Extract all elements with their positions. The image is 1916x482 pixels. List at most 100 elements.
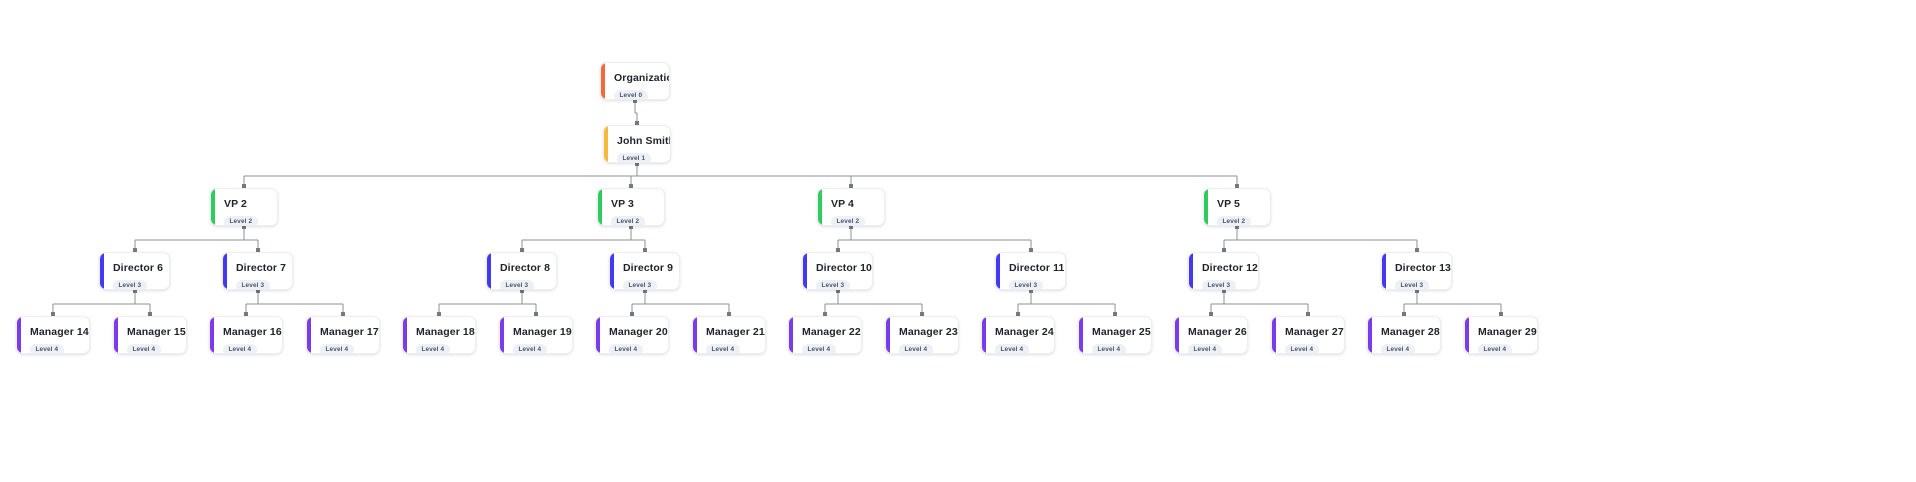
node-level-badge: Level 3 bbox=[623, 280, 657, 289]
node-accent-bar bbox=[487, 253, 491, 289]
node-accent-bar bbox=[1368, 317, 1372, 353]
org-node-n22[interactable]: Manager 22 Level 4 bbox=[788, 316, 862, 354]
node-title: Manager 19 bbox=[513, 326, 572, 338]
node-level-badge: Level 0 bbox=[614, 90, 648, 99]
node-level-badge: Level 3 bbox=[113, 280, 147, 289]
node-accent-bar bbox=[1189, 253, 1193, 289]
node-accent-bar bbox=[598, 189, 602, 225]
org-node-n2[interactable]: VP 2 Level 2 bbox=[210, 188, 278, 226]
node-level-badge: Level 4 bbox=[995, 344, 1029, 353]
node-accent-bar bbox=[223, 253, 227, 289]
node-accent-bar bbox=[604, 126, 608, 162]
node-level-badge: Level 4 bbox=[1285, 344, 1319, 353]
node-accent-bar bbox=[210, 317, 214, 353]
node-accent-bar bbox=[1079, 317, 1083, 353]
node-title: Director 9 bbox=[623, 262, 674, 274]
org-node-n21[interactable]: Manager 21 Level 4 bbox=[692, 316, 766, 354]
org-node-n26[interactable]: Manager 26 Level 4 bbox=[1174, 316, 1248, 354]
node-title: John Smith bbox=[617, 135, 671, 147]
node-accent-bar bbox=[982, 317, 986, 353]
node-level-badge: Level 4 bbox=[320, 344, 354, 353]
node-title: Manager 21 bbox=[706, 326, 765, 338]
node-level-badge: Level 4 bbox=[1092, 344, 1126, 353]
node-title: VP 4 bbox=[831, 198, 854, 210]
node-title: Manager 23 bbox=[899, 326, 958, 338]
org-node-n7[interactable]: Director 7 Level 3 bbox=[222, 252, 293, 290]
node-title: Director 13 bbox=[1395, 262, 1451, 274]
org-node-n19[interactable]: Manager 19 Level 4 bbox=[499, 316, 573, 354]
node-accent-bar bbox=[1204, 189, 1208, 225]
node-accent-bar bbox=[1272, 317, 1276, 353]
node-level-badge: Level 3 bbox=[1395, 280, 1429, 289]
org-node-n14[interactable]: Manager 14 Level 4 bbox=[16, 316, 90, 354]
node-level-badge: Level 4 bbox=[1188, 344, 1222, 353]
node-accent-bar bbox=[500, 317, 504, 353]
node-level-badge: Level 4 bbox=[127, 344, 161, 353]
node-title: Manager 14 bbox=[30, 326, 89, 338]
node-level-badge: Level 3 bbox=[816, 280, 850, 289]
org-node-n27[interactable]: Manager 27 Level 4 bbox=[1271, 316, 1345, 354]
org-node-n13[interactable]: Director 13 Level 3 bbox=[1381, 252, 1452, 290]
node-title: Manager 27 bbox=[1285, 326, 1344, 338]
node-level-badge: Level 4 bbox=[1381, 344, 1415, 353]
node-level-badge: Level 2 bbox=[1217, 216, 1251, 225]
node-title: Manager 29 bbox=[1478, 326, 1537, 338]
node-accent-bar bbox=[996, 253, 1000, 289]
node-title: Manager 18 bbox=[416, 326, 475, 338]
node-title: Director 10 bbox=[816, 262, 872, 274]
node-level-badge: Level 4 bbox=[30, 344, 64, 353]
node-title: Manager 26 bbox=[1188, 326, 1247, 338]
org-node-n10[interactable]: Director 10 Level 3 bbox=[802, 252, 873, 290]
node-accent-bar bbox=[17, 317, 21, 353]
node-title: Director 8 bbox=[500, 262, 551, 274]
org-node-n29[interactable]: Manager 29 Level 4 bbox=[1464, 316, 1538, 354]
node-title: Director 6 bbox=[113, 262, 164, 274]
node-title: Manager 28 bbox=[1381, 326, 1440, 338]
org-node-n23[interactable]: Manager 23 Level 4 bbox=[885, 316, 959, 354]
node-level-badge: Level 4 bbox=[513, 344, 547, 353]
node-level-badge: Level 1 bbox=[617, 153, 651, 162]
node-level-badge: Level 4 bbox=[609, 344, 643, 353]
node-title: Director 7 bbox=[236, 262, 287, 274]
node-level-badge: Level 4 bbox=[802, 344, 836, 353]
node-accent-bar bbox=[610, 253, 614, 289]
node-accent-bar bbox=[886, 317, 890, 353]
node-accent-bar bbox=[100, 253, 104, 289]
node-accent-bar bbox=[1382, 253, 1386, 289]
node-title: Manager 25 bbox=[1092, 326, 1151, 338]
node-level-badge: Level 2 bbox=[224, 216, 258, 225]
node-level-badge: Level 3 bbox=[500, 280, 534, 289]
node-title: Director 12 bbox=[1202, 262, 1258, 274]
node-level-badge: Level 3 bbox=[236, 280, 270, 289]
node-level-badge: Level 4 bbox=[899, 344, 933, 353]
org-node-n6[interactable]: Director 6 Level 3 bbox=[99, 252, 170, 290]
node-level-badge: Level 4 bbox=[706, 344, 740, 353]
org-node-n25[interactable]: Manager 25 Level 4 bbox=[1078, 316, 1152, 354]
node-accent-bar bbox=[307, 317, 311, 353]
org-node-n4[interactable]: VP 4 Level 2 bbox=[817, 188, 885, 226]
org-node-n0[interactable]: OrganizationLevel 0 bbox=[600, 62, 670, 100]
org-node-n9[interactable]: Director 9 Level 3 bbox=[609, 252, 680, 290]
node-accent-bar bbox=[818, 189, 822, 225]
node-level-badge: Level 2 bbox=[831, 216, 865, 225]
node-accent-bar bbox=[114, 317, 118, 353]
node-title: VP 2 bbox=[224, 198, 247, 210]
node-accent-bar bbox=[403, 317, 407, 353]
org-node-n28[interactable]: Manager 28 Level 4 bbox=[1367, 316, 1441, 354]
org-node-n8[interactable]: Director 8 Level 3 bbox=[486, 252, 557, 290]
node-level-badge: Level 4 bbox=[1478, 344, 1512, 353]
node-title: VP 3 bbox=[611, 198, 634, 210]
node-title: Manager 22 bbox=[802, 326, 861, 338]
